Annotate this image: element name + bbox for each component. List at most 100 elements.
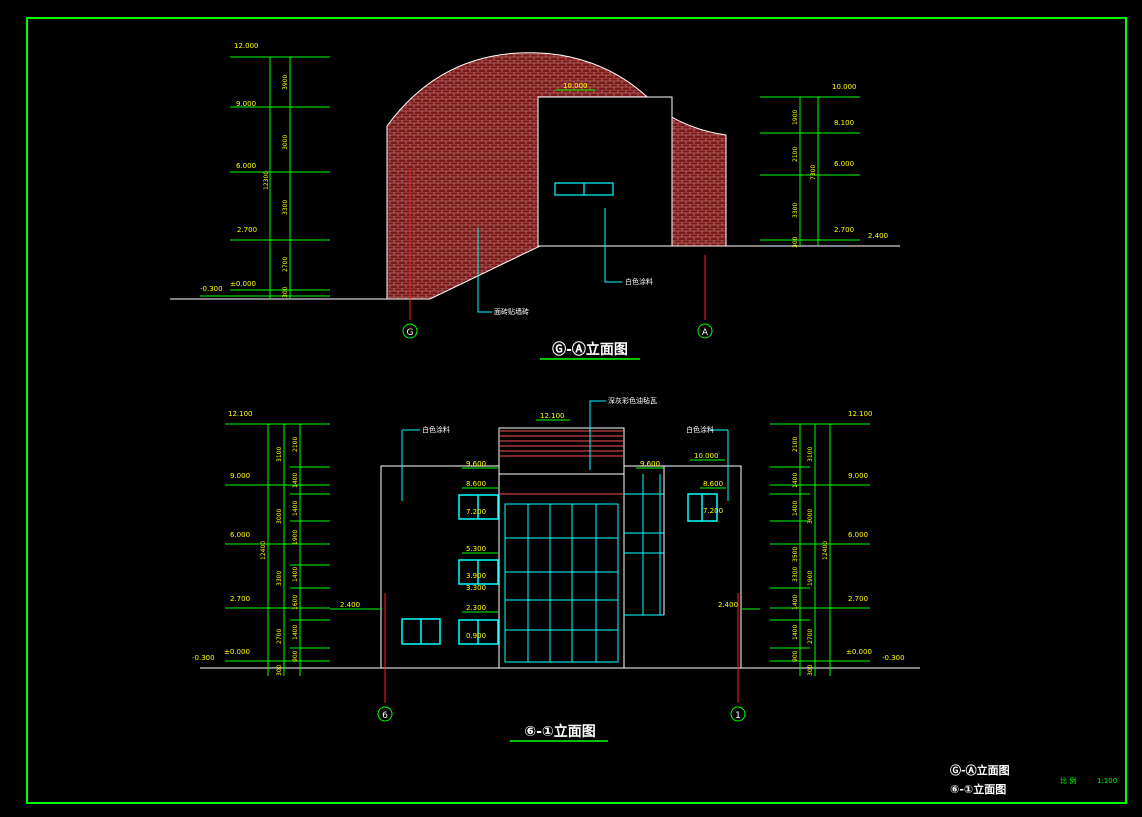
center-level: 10.000 (563, 82, 588, 90)
segments-top-right: 1900 2100 3300 300 7300 (792, 110, 817, 248)
right-block (623, 465, 742, 669)
level-markers-top-right: 10.000 8.100 6.000 2.700 2.400 (832, 83, 888, 240)
svg-text:300: 300 (792, 236, 799, 248)
svg-text:8.600: 8.600 (703, 480, 723, 488)
svg-text:9.000: 9.000 (848, 472, 868, 480)
level-markers-bottom-right: 12.100 9.000 6.000 2.700 ±0.000 -0.300 (846, 410, 905, 662)
svg-text:8.100: 8.100 (834, 119, 854, 127)
svg-text:2700: 2700 (807, 629, 814, 644)
svg-text:3100: 3100 (276, 447, 283, 462)
svg-text:6.000: 6.000 (848, 531, 868, 539)
svg-text:-0.300: -0.300 (200, 285, 223, 293)
svg-text:3900: 3900 (282, 75, 289, 90)
svg-text:1400: 1400 (292, 567, 299, 582)
svg-text:1900: 1900 (792, 110, 799, 125)
svg-text:3.900: 3.900 (466, 572, 486, 580)
svg-text:1400: 1400 (792, 595, 799, 610)
dim-chain-top-right (760, 96, 860, 246)
svg-text:1900: 1900 (292, 530, 299, 545)
svg-text:1600: 1600 (292, 595, 299, 610)
level-markers-top-left: 12.000 9.000 6.000 2.700 ±0.000 -0.300 (200, 42, 259, 293)
svg-text:0.900: 0.900 (466, 632, 486, 640)
svg-text:2.400: 2.400 (868, 232, 888, 240)
segments-top-left: 3900 3000 3300 2700 300 12300 (263, 75, 289, 298)
svg-text:12.000: 12.000 (234, 42, 259, 50)
svg-text:3500: 3500 (792, 547, 799, 562)
svg-text:2.400: 2.400 (340, 601, 360, 609)
svg-text:3300: 3300 (792, 567, 799, 582)
dim-chain-top-left (200, 56, 330, 299)
svg-text:8.600: 8.600 (466, 480, 486, 488)
svg-text:1900: 1900 (807, 571, 814, 586)
svg-text:300: 300 (282, 286, 289, 298)
segments-bottom-right: 2100 3100 1400 3000 1400 3500 1900 3300 … (792, 437, 829, 676)
svg-text:2700: 2700 (276, 629, 283, 644)
svg-text:300: 300 (807, 664, 814, 676)
level-markers-bottom-left: 12.100 9.000 6.000 2.700 ±0.000 -0.300 (192, 410, 253, 662)
svg-text:3.300: 3.300 (466, 584, 486, 592)
svg-text:10.000: 10.000 (832, 83, 857, 91)
svg-text:9.600: 9.600 (640, 460, 660, 468)
legend-item-1: Ⓖ-Ⓐ立面图 (950, 763, 1010, 777)
svg-text:9.000: 9.000 (230, 472, 250, 480)
svg-text:3000: 3000 (276, 509, 283, 524)
svg-text:1400: 1400 (292, 625, 299, 640)
svg-text:7300: 7300 (810, 165, 817, 180)
svg-text:±0.000: ±0.000 (846, 648, 872, 656)
svg-text:2100: 2100 (792, 437, 799, 452)
svg-text:12300: 12300 (263, 171, 270, 190)
scale-value: 1:100 (1097, 777, 1117, 785)
svg-text:7.200: 7.200 (466, 508, 486, 516)
svg-text:6.000: 6.000 (230, 531, 250, 539)
sheet-frame (26, 17, 1127, 804)
svg-text:2.700: 2.700 (848, 595, 868, 603)
dim-chain-bottom-right (770, 423, 870, 676)
svg-text:12.100: 12.100 (848, 410, 873, 418)
svg-text:1400: 1400 (792, 625, 799, 640)
svg-text:900: 900 (792, 650, 799, 662)
scale-label: 比 例 (1060, 776, 1076, 785)
svg-text:3300: 3300 (282, 200, 289, 215)
svg-text:12.100: 12.100 (540, 412, 565, 420)
legend: Ⓖ-Ⓐ立面图 ⑥-①立面图 比 例 1:100 (950, 763, 1117, 796)
svg-text:9.000: 9.000 (236, 100, 256, 108)
svg-text:6.000: 6.000 (236, 162, 256, 170)
svg-text:9.600: 9.600 (466, 460, 486, 468)
svg-text:2100: 2100 (292, 437, 299, 452)
label-paint-right: 白色涂料 (686, 425, 714, 434)
curtain-wall (504, 503, 619, 663)
svg-text:1400: 1400 (792, 501, 799, 516)
stair-windows (401, 493, 718, 645)
title-6-1: ⑥-①立面图 (524, 723, 596, 740)
label-brick: 面砖贴墙砖 (494, 307, 529, 316)
svg-text:5.300: 5.300 (466, 545, 486, 553)
label-white-paint: 白色涂料 (625, 277, 653, 286)
svg-text:2.400: 2.400 (718, 601, 738, 609)
svg-text:2.700: 2.700 (230, 595, 250, 603)
title-g-a: Ⓖ-Ⓐ立面图 (552, 341, 628, 358)
mid-level-marks: 9.600 8.600 7.200 5.300 3.900 3.300 2.30… (340, 412, 738, 640)
svg-text:12.100: 12.100 (228, 410, 253, 418)
svg-text:12400: 12400 (260, 541, 267, 560)
svg-text:2700: 2700 (282, 257, 289, 272)
svg-text:2.700: 2.700 (237, 226, 257, 234)
elevation-6-1: 9.600 8.600 7.200 5.300 3.900 3.300 2.30… (192, 396, 920, 742)
svg-text:3100: 3100 (807, 447, 814, 462)
svg-text:3000: 3000 (807, 509, 814, 524)
svg-text:2100: 2100 (792, 147, 799, 162)
segments-bottom-left: 2100 3100 1400 3000 1400 1900 3300 1400 … (260, 437, 299, 676)
svg-text:10.000: 10.000 (694, 452, 719, 460)
svg-text:±0.000: ±0.000 (224, 648, 250, 656)
axis-bubble-1: 1 (735, 711, 741, 721)
label-roof: 深灰彩色油毡瓦 (608, 396, 657, 405)
axis-bubble-6: 6 (382, 711, 388, 721)
svg-text:-0.300: -0.300 (192, 654, 215, 662)
svg-text:300: 300 (276, 664, 283, 676)
svg-text:-0.300: -0.300 (882, 654, 905, 662)
elevation-g-a: 白色涂料 面砖贴墙砖 G A Ⓖ-Ⓐ立面图 10.000 12.000 9.00… (170, 42, 900, 360)
svg-text:1400: 1400 (792, 473, 799, 488)
center-tower (498, 427, 625, 669)
svg-text:3300: 3300 (276, 571, 283, 586)
svg-text:1400: 1400 (292, 473, 299, 488)
